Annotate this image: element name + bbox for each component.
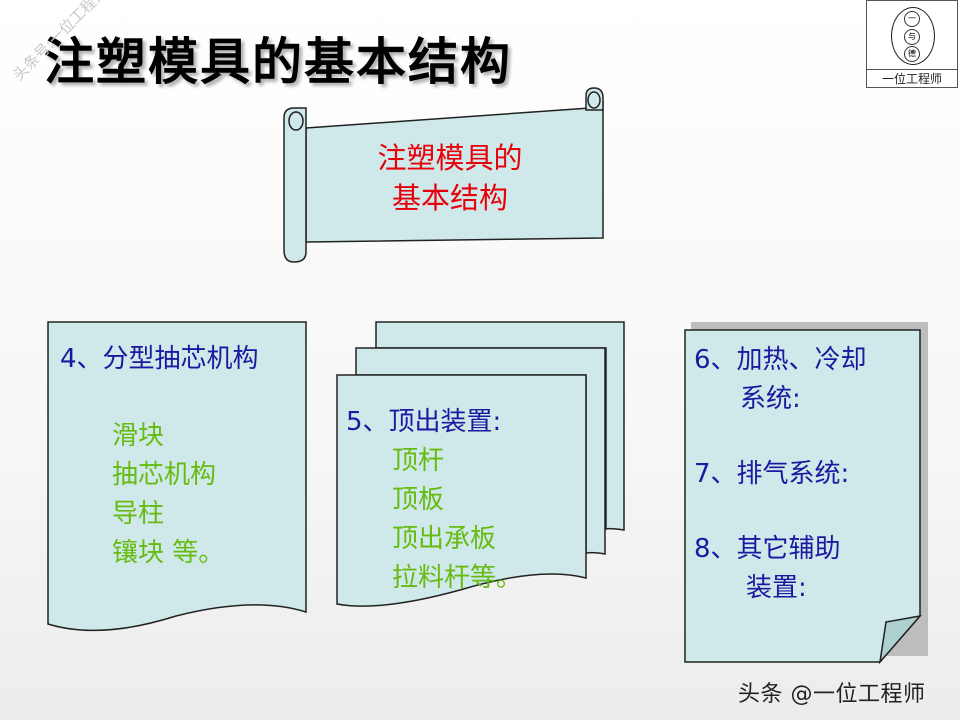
watermark-text: 头条 @一位工程师: [738, 682, 926, 707]
logo-emblem: 一 与 德: [891, 7, 935, 65]
right-box-item: 8、其它辅助: [694, 534, 841, 564]
scroll-banner: [283, 87, 604, 263]
middle-box-content: 5、顶出装置: 顶杆 顶板 顶出承板 拉料杆等。: [346, 403, 522, 598]
right-box-item: 系统:: [740, 384, 801, 414]
middle-box-heading: 5、顶出装置:: [346, 407, 502, 437]
scroll-title-line: 基本结构: [391, 181, 508, 215]
scroll-title-line: 注塑模具的: [377, 141, 523, 175]
list-item: 镶块 等。: [112, 538, 225, 568]
page-title: 注塑模具的基本结构: [44, 33, 512, 91]
document-box-left: [47, 321, 307, 632]
document-box-right: [684, 322, 928, 665]
logo: 一 与 德 一位工程师: [866, 0, 958, 88]
logo-glyph: 德: [904, 46, 920, 62]
scroll-title: 注塑模具的 基本结构: [310, 138, 590, 218]
logo-label: 一位工程师: [867, 69, 957, 89]
list-item: 拉料杆等。: [392, 563, 523, 593]
left-box-heading: 4、分型抽芯机构: [60, 344, 259, 374]
list-item: 顶出承板: [392, 524, 497, 554]
right-box-item: 7、排气系统:: [694, 459, 850, 489]
left-box-content: 4、分型抽芯机构 滑块 抽芯机构 导柱 镶块 等。: [60, 340, 259, 573]
list-item: 顶板: [392, 485, 445, 515]
logo-glyph: 一: [904, 11, 920, 27]
document-stack: [336, 321, 625, 607]
right-box-content: 6、加热、冷却 系统: 7、排气系统: 8、其它辅助 装置:: [694, 341, 867, 608]
logo-glyph: 与: [904, 29, 920, 45]
right-box-item: 装置:: [746, 573, 807, 603]
list-item: 导柱: [112, 499, 165, 529]
list-item: 抽芯机构: [112, 460, 217, 490]
list-item: 滑块: [112, 421, 165, 451]
list-item: 顶杆: [392, 446, 445, 476]
right-box-item: 6、加热、冷却: [694, 345, 867, 375]
